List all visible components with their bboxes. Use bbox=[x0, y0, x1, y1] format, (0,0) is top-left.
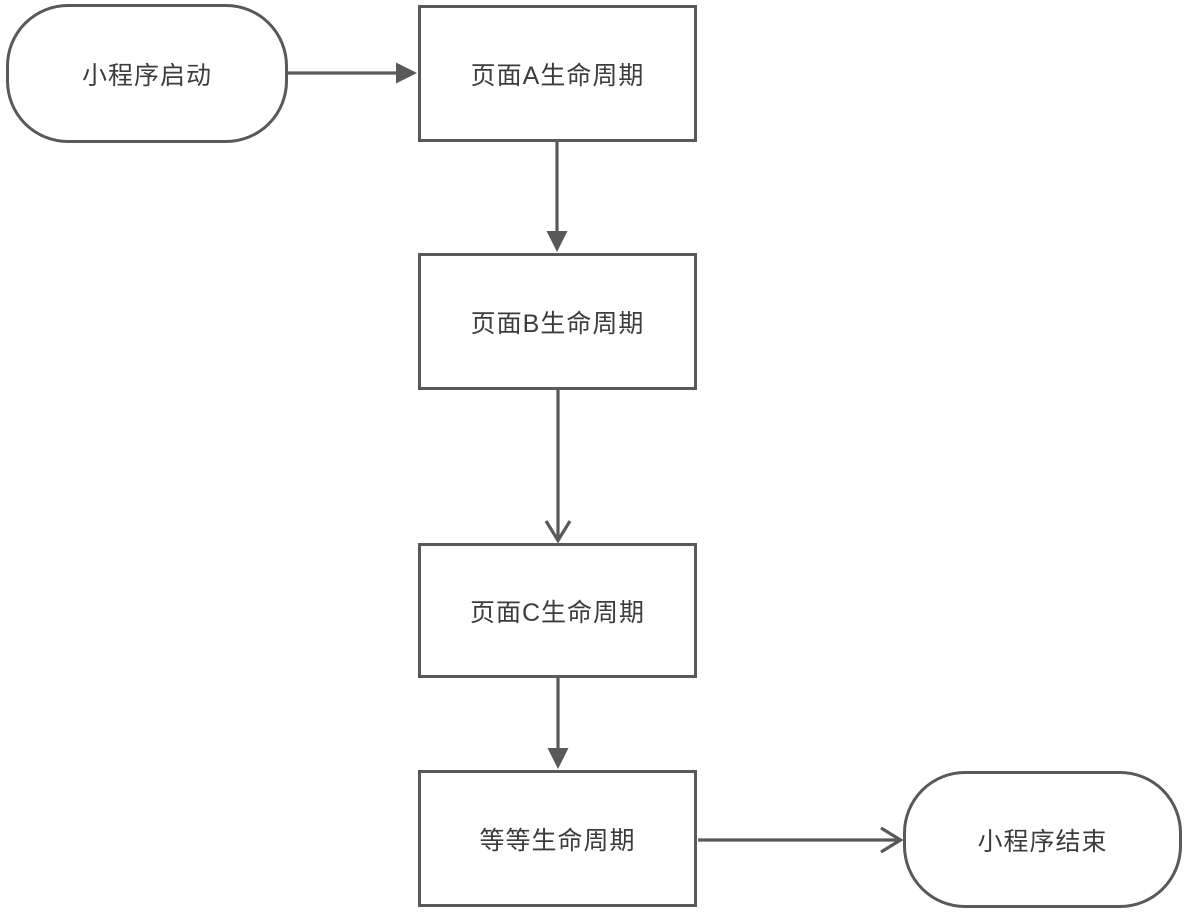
arrow-page-a-to-page-b bbox=[546, 142, 568, 252]
arrow-page-c-to-etc bbox=[547, 678, 569, 769]
arrow-page-b-to-page-c bbox=[544, 390, 572, 544]
node-page-a-label: 页面A生命周期 bbox=[470, 61, 645, 90]
arrow-start-to-page-a bbox=[288, 62, 417, 84]
node-page-b-process: 页面B生命周期 bbox=[418, 253, 697, 390]
arrow-etc-to-end bbox=[698, 826, 904, 854]
node-etc-process: 等等生命周期 bbox=[418, 770, 697, 907]
node-page-a-process: 页面A生命周期 bbox=[418, 5, 697, 142]
node-end-terminator: 小程序结束 bbox=[903, 771, 1182, 908]
node-start-label: 小程序启动 bbox=[81, 61, 212, 90]
node-etc-label: 等等生命周期 bbox=[479, 826, 636, 855]
node-end-label: 小程序结束 bbox=[977, 827, 1108, 856]
node-page-b-label: 页面B生命周期 bbox=[470, 309, 645, 338]
node-page-c-label: 页面C生命周期 bbox=[469, 598, 646, 627]
node-page-c-process: 页面C生命周期 bbox=[418, 543, 697, 678]
node-start-terminator: 小程序启动 bbox=[6, 4, 288, 143]
